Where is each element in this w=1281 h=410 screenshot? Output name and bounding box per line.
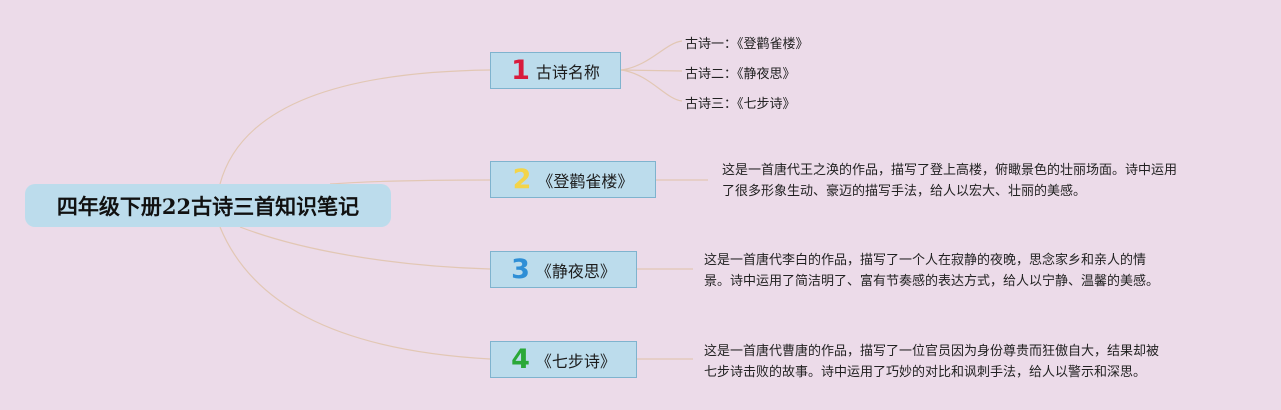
poem-name-3[interactable]: 古诗三：《七步诗》: [685, 97, 796, 112]
connector-root-branch-3: [239, 226, 491, 270]
connector-branch-1-leaf-2: [620, 69, 683, 72]
description-line: 这是一首唐代李白的作品，描写了一个人在寂静的夜晚，思念家乡和亲人的情: [704, 253, 1147, 268]
branch-qibushi[interactable]: 4 《七步诗》: [490, 341, 637, 378]
connector-root-branch-4: [219, 226, 491, 360]
description-line: 七步诗击败的故事。诗中运用了巧妙的对比和讽刺手法，给人以警示和深思。: [704, 365, 1147, 380]
root-title: 四年级下册22古诗三首知识笔记: [56, 193, 360, 219]
connector-root-branch-1: [219, 69, 491, 185]
description-line: 这是一首唐代曹唐的作品，描写了一位官员因为身份尊贵而狂傲自大，结果却被: [704, 344, 1160, 359]
number-2-icon: 2: [512, 164, 532, 195]
description-line: 景。诗中运用了简洁明了、富有节奏感的表达方式，给人以宁静、温馨的美感。: [704, 274, 1160, 289]
number-1-icon: 1: [511, 55, 530, 86]
branch-jingyesi[interactable]: 3 《静夜思》: [490, 251, 637, 288]
branch-label: 《七步诗》: [535, 351, 616, 371]
description-qibushi[interactable]: 这是一首唐代曹唐的作品，描写了一位官员因为身份尊贵而狂傲自大，结果却被 七步诗击…: [704, 341, 1159, 383]
branch-label: 《登鹳雀楼》: [537, 171, 634, 191]
description-jingyesi[interactable]: 这是一首唐代李白的作品，描写了一个人在寂静的夜晚，思念家乡和亲人的情 景。诗中运…: [704, 250, 1159, 292]
number-3-icon: 3: [511, 254, 530, 285]
connector-root-branch-2: [329, 179, 491, 185]
branch-label: 《静夜思》: [535, 261, 616, 281]
branch-dengguanquelou[interactable]: 2 《登鹳雀楼》: [490, 161, 656, 198]
description-dengguanquelou[interactable]: 这是一首唐代王之涣的作品，描写了登上高楼，俯瞰景色的壮丽场面。诗中运用 了很多形…: [722, 160, 1177, 202]
description-line: 这是一首唐代王之涣的作品，描写了登上高楼，俯瞰景色的壮丽场面。诗中运用: [722, 163, 1178, 178]
connector-branch-1-leaf-1: [620, 40, 683, 71]
number-4-icon: 4: [511, 344, 530, 375]
description-line: 了很多形象生动、豪迈的描写手法，给人以宏大、壮丽的美感。: [722, 184, 1087, 199]
branch-label: 古诗名称: [535, 62, 600, 82]
branch-poem-names[interactable]: 1 古诗名称: [490, 52, 621, 89]
connector-branch-1-leaf-3: [620, 69, 683, 102]
poem-name-1[interactable]: 古诗一：《登鹳雀楼》: [685, 37, 809, 52]
poem-name-2[interactable]: 古诗二：《静夜思》: [685, 67, 796, 82]
root-topic[interactable]: 四年级下册22古诗三首知识笔记: [25, 184, 391, 227]
